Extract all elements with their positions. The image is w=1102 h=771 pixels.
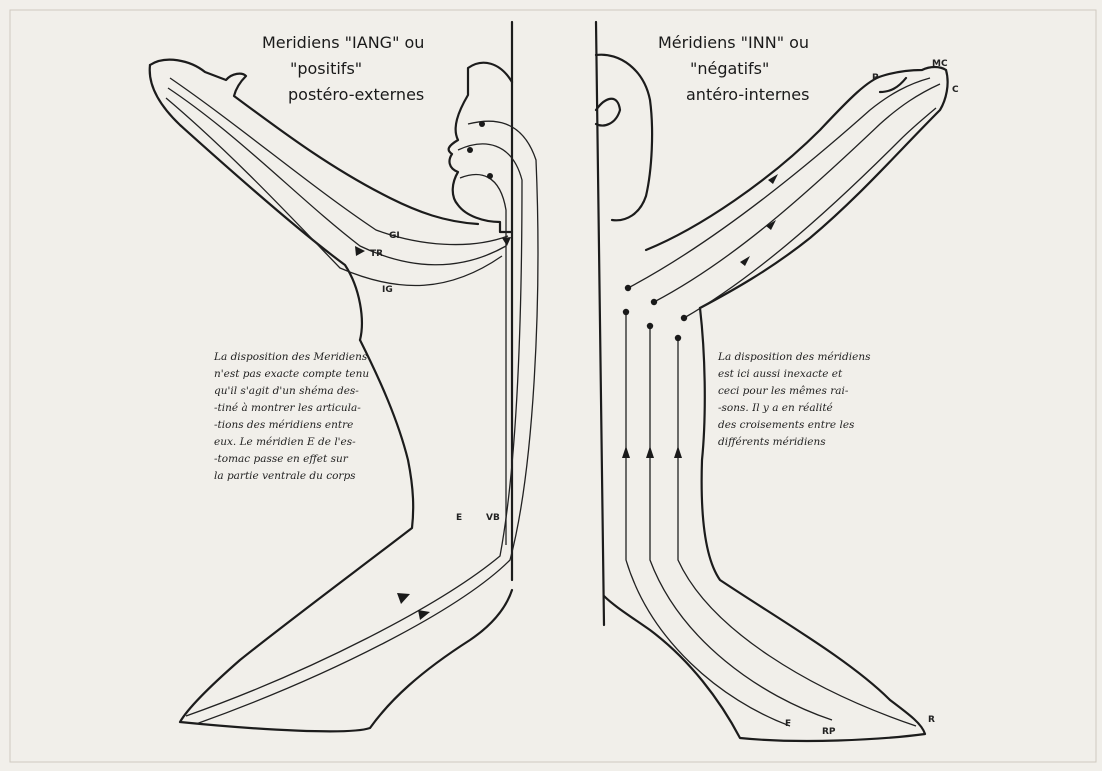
label-vb: VB [486, 513, 500, 523]
right-head [596, 55, 652, 221]
right-meridian-dot [675, 335, 681, 341]
right-arrow [674, 446, 682, 458]
label-rp: RP [822, 727, 836, 737]
left-meridian-dot [487, 173, 493, 179]
left-title-line-3: postéro-externes [288, 85, 424, 104]
left-meridian-dot [479, 121, 485, 127]
left-arrow [502, 237, 511, 246]
left-title-line-1: Meridiens "IANG" ou [262, 33, 424, 52]
right-meridian-dot [625, 285, 631, 291]
left-note-line: La disposition des Meridiens [213, 351, 368, 363]
label-p: P [872, 73, 879, 83]
left-head [449, 63, 512, 232]
right-meridian-dot [623, 309, 629, 315]
label-e: E [456, 513, 462, 523]
right-meridian-dot [681, 315, 687, 321]
right-arrow [622, 446, 630, 458]
label-mc: MC [932, 59, 948, 69]
right-thumb [880, 78, 906, 92]
label-c: C [952, 85, 959, 95]
right-note-line: ceci pour les mêmes rai- [718, 385, 849, 397]
label-tr: TR [370, 249, 383, 259]
left-note-line: n'est pas exacte compte tenu [214, 368, 369, 380]
right-note-line: différents méridiens [718, 436, 826, 448]
right-note-line: -sons. Il y a en réalité [718, 402, 833, 414]
right-note-line: est ici aussi inexacte et [718, 368, 843, 380]
left-title-line-2: "positifs" [290, 59, 362, 78]
right-note: La disposition des méridiens est ici aus… [717, 351, 871, 448]
right-note-line: La disposition des méridiens [717, 351, 871, 363]
label-f: F [785, 719, 791, 729]
left-note-line: -tions des méridiens entre [214, 419, 353, 431]
right-meridian-dot [651, 299, 657, 305]
right-title-line-3: antéro-internes [686, 85, 809, 104]
page-border [10, 10, 1096, 762]
meridian-mc [654, 84, 940, 302]
left-note-line: eux. Le méridien E de l'es- [214, 436, 356, 448]
left-note-line: qu'il s'agit d'un shéma des- [214, 385, 359, 397]
meridian-p [628, 78, 930, 288]
left-note-line: -tomac passe en effet sur [214, 453, 349, 465]
label-ig: IG [382, 285, 393, 295]
right-arm-lower-edge [700, 70, 948, 308]
left-note-line: la partie ventrale du corps [214, 470, 356, 482]
left-meridian-dot [467, 147, 473, 153]
label-r: R [928, 715, 935, 725]
label-gi: GI [389, 231, 400, 241]
right-ear [596, 99, 620, 126]
left-meridians [166, 78, 538, 724]
right-arrow [646, 446, 654, 458]
left-leg [180, 340, 512, 731]
right-figure [596, 22, 948, 741]
left-arrow [397, 593, 410, 604]
right-note-line: des croisements entre les [718, 419, 855, 431]
left-note: La disposition des Meridiens n'est pas e… [213, 351, 369, 482]
right-arrow [740, 256, 750, 266]
right-title-line-2: "négatifs" [690, 59, 769, 78]
right-center-line [596, 22, 604, 625]
right-title-line-1: Méridiens "INN" ou [658, 33, 809, 52]
left-note-line: -tiné à montrer les articula- [214, 402, 361, 414]
right-meridian-dot [647, 323, 653, 329]
left-arm-lower-edge [150, 65, 362, 340]
